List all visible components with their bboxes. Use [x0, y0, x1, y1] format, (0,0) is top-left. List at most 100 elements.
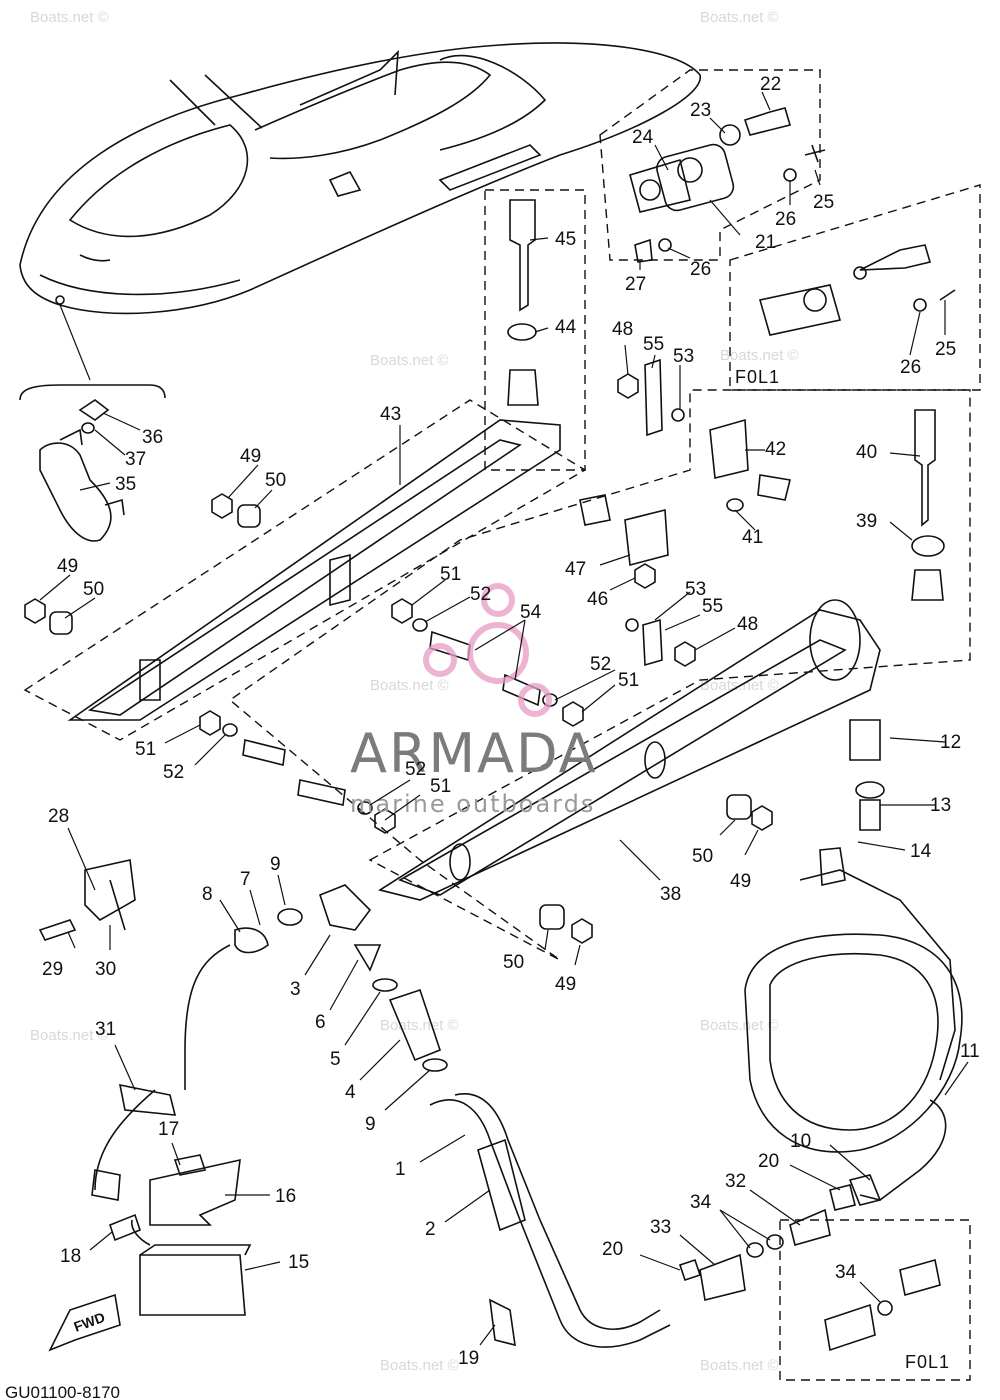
- watermark: Boats.net ©: [700, 9, 779, 26]
- callout-40: 40: [856, 442, 877, 463]
- callout-23: 23: [690, 100, 711, 121]
- brand-logo-emblem: [423, 583, 552, 717]
- callout-50: 50: [503, 952, 524, 973]
- watermark: Boats.net ©: [700, 1357, 779, 1374]
- diagram-code: GU01100-8170: [5, 1383, 120, 1400]
- watermark: Boats.net ©: [380, 1357, 459, 1374]
- hose-and-fitting-parts: [277, 884, 671, 1348]
- callout-36: 36: [142, 427, 163, 448]
- watermark: Boats.net ©: [380, 1017, 459, 1034]
- watermark: Boats.net ©: [700, 1017, 779, 1034]
- callout-41: 41: [742, 527, 763, 548]
- callout-14: 14: [910, 841, 932, 862]
- callout-53: 53: [685, 579, 706, 600]
- watermark: Boats.net ©: [370, 677, 449, 694]
- watermark: Boats.net ©: [720, 347, 799, 364]
- brand-tagline: marine outboards: [350, 790, 595, 818]
- callout-43: 43: [380, 404, 401, 425]
- callout-34: 34: [835, 1262, 857, 1283]
- watermark: Boats.net ©: [30, 1027, 109, 1044]
- brand-watermark: ARMADA marine outboards: [350, 722, 596, 818]
- callout-32: 32: [725, 1171, 746, 1192]
- callout-51: 51: [135, 739, 156, 760]
- callout-25: 25: [935, 339, 956, 360]
- callout-28: 28: [48, 806, 69, 827]
- callout-26: 26: [775, 209, 796, 230]
- watermarks: Boats.net © Boats.net © Boats.net © Boat…: [30, 9, 799, 1374]
- callout-48: 48: [737, 614, 758, 635]
- callout-27: 27: [625, 274, 646, 295]
- callout-50: 50: [83, 579, 104, 600]
- callout-26: 26: [900, 357, 921, 378]
- callout-18: 18: [60, 1246, 81, 1267]
- upper-right-group: [599, 69, 981, 391]
- right-frame-assembly: [228, 389, 971, 961]
- jet-pump-housing: [744, 719, 963, 1206]
- watermark: Boats.net ©: [30, 9, 109, 26]
- callout-49: 49: [730, 871, 751, 892]
- callout-50: 50: [692, 846, 713, 867]
- lower-right-parts: F0L1 F0L1: [678, 367, 971, 1381]
- callout-31: 31: [95, 1019, 116, 1040]
- callout-15: 15: [288, 1252, 309, 1273]
- callout-45: 45: [555, 229, 576, 250]
- callout-33: 33: [650, 1217, 671, 1238]
- callout-35: 35: [115, 474, 136, 495]
- callout-50: 50: [265, 470, 286, 491]
- fol-label: F0L1: [905, 1352, 950, 1372]
- main-frame-assembly: [23, 189, 587, 741]
- lower-left-parts: FWD: [38, 859, 269, 1352]
- callout-13: 13: [930, 795, 951, 816]
- callout-9: 9: [270, 854, 281, 875]
- callout-44: 44: [555, 317, 577, 338]
- callout-7: 7: [240, 869, 251, 890]
- callout-16: 16: [275, 1186, 296, 1207]
- callout-51: 51: [618, 670, 639, 691]
- callout-49: 49: [57, 556, 78, 577]
- callout-21: 21: [755, 232, 776, 253]
- callout-4: 4: [345, 1082, 356, 1103]
- callout-12: 12: [940, 732, 961, 753]
- callout-20: 20: [602, 1239, 623, 1260]
- callout-49: 49: [555, 974, 576, 995]
- callout-17: 17: [158, 1119, 179, 1140]
- callout-55: 55: [643, 334, 664, 355]
- callout-30: 30: [95, 959, 116, 980]
- callout-5: 5: [330, 1049, 341, 1070]
- callout-38: 38: [660, 884, 681, 905]
- callout-47: 47: [565, 559, 586, 580]
- callout-39: 39: [856, 511, 877, 532]
- callout-51: 51: [440, 564, 461, 585]
- callout-34: 34: [690, 1192, 712, 1213]
- callout-24: 24: [632, 127, 654, 148]
- callout-52: 52: [405, 759, 426, 780]
- callout-29: 29: [42, 959, 63, 980]
- callout-11: 11: [960, 1041, 980, 1062]
- watermark: Boats.net ©: [370, 352, 449, 369]
- callout-52: 52: [590, 654, 611, 675]
- callout-46: 46: [587, 589, 608, 610]
- watercraft-hull-illustration: [19, 42, 701, 401]
- callout-6: 6: [315, 1012, 326, 1033]
- hardware-parts: [24, 358, 945, 944]
- callout-numbers: 22 23 24 21 26 25 26 27 45 44 26 25 48 5…: [5, 74, 980, 1400]
- callout-1: 1: [395, 1159, 406, 1180]
- callout-49: 49: [240, 446, 261, 467]
- callout-48: 48: [612, 319, 633, 340]
- callout-54: 54: [520, 602, 542, 623]
- callout-37: 37: [125, 449, 146, 470]
- callout-3: 3: [290, 979, 301, 1000]
- fol-label: F0L1: [735, 367, 780, 387]
- callout-10: 10: [790, 1131, 811, 1152]
- callout-20: 20: [758, 1151, 779, 1172]
- callout-26: 26: [690, 259, 711, 280]
- callout-52: 52: [470, 584, 491, 605]
- callout-2: 2: [425, 1219, 436, 1240]
- callout-25: 25: [813, 192, 834, 213]
- callout-52: 52: [163, 762, 184, 783]
- callout-53: 53: [673, 346, 694, 367]
- callout-19: 19: [458, 1348, 479, 1369]
- callout-42: 42: [765, 439, 786, 460]
- leader-lines: [39, 91, 969, 1346]
